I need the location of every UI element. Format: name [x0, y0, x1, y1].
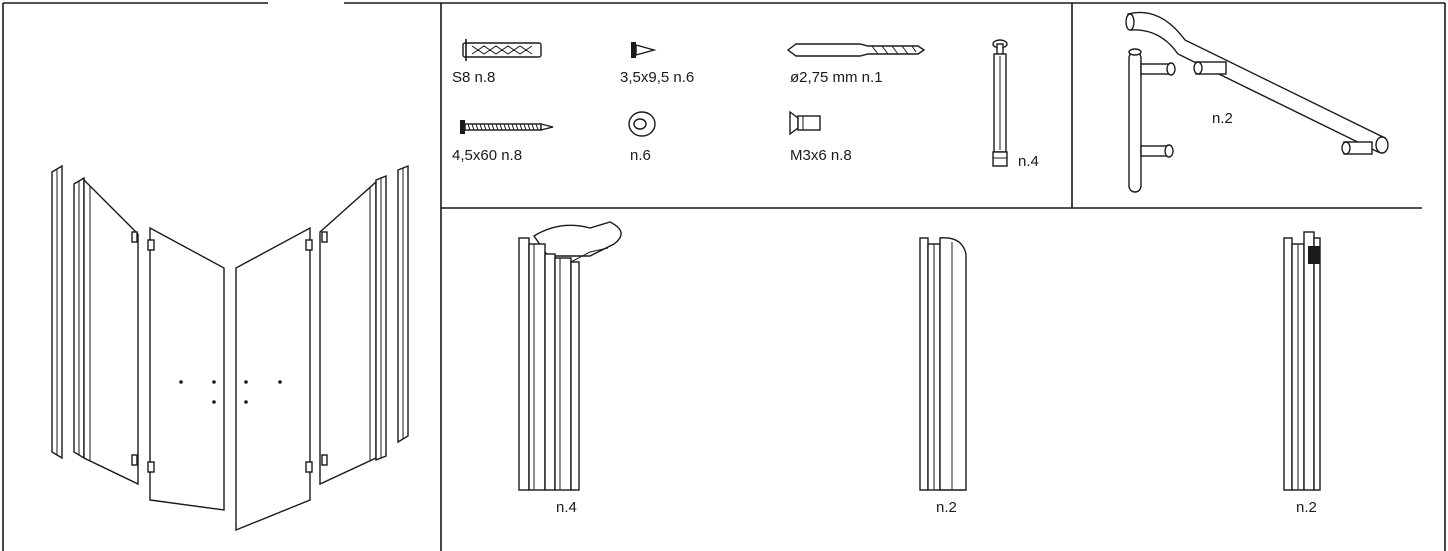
drill-bit-icon [786, 43, 926, 57]
washer-label: n.6 [630, 147, 651, 164]
handle-label: n.2 [1212, 110, 1233, 127]
wall-plug-label: S8 n.8 [452, 69, 495, 86]
right-door [235, 226, 313, 532]
shower-enclosure-exploded-view [51, 164, 409, 532]
washer-item: n.6 [628, 111, 656, 164]
corner-profile-label: n.4 [556, 499, 577, 516]
hardware-kit: S8 n.8 3,5x9,5 n.6 ø2,75 mm n.1 [452, 39, 1039, 170]
corner-profile-icon [518, 221, 622, 491]
pin-icon [992, 39, 1008, 167]
door-handle-icon [1125, 11, 1389, 193]
magnetic-profile-icon [1283, 231, 1321, 491]
long-screw-item: 4,5x60 n.8 [452, 120, 554, 164]
drill-bit-label: ø2,75 mm n.1 [790, 69, 883, 86]
washer-icon [628, 111, 656, 137]
set-screw-label: M3x6 n.8 [790, 147, 852, 164]
long-screw-icon [460, 120, 554, 134]
drill-bit-item: ø2,75 mm n.1 [786, 43, 926, 86]
corner-profile-item: n.4 [518, 221, 622, 516]
handle-item: n.2 [1125, 11, 1389, 193]
middle-profile-label: n.2 [936, 499, 957, 516]
small-screw-item: 3,5x9,5 n.6 [620, 42, 694, 86]
set-screw-icon [789, 110, 821, 136]
small-screw-label: 3,5x9,5 n.6 [620, 69, 694, 86]
middle-profile-item: n.2 [919, 237, 967, 516]
long-screw-label: 4,5x60 n.8 [452, 147, 522, 164]
wall-plug-item: S8 n.8 [452, 39, 542, 86]
middle-profile-icon [919, 237, 967, 491]
magnetic-profile-label: n.2 [1296, 499, 1317, 516]
left-wall-profile [51, 164, 63, 460]
pin-label: n.4 [1018, 153, 1039, 170]
right-fixed-panel [319, 174, 387, 486]
magnetic-profile-item: n.2 [1283, 231, 1321, 516]
set-screw-item: M3x6 n.8 [789, 110, 852, 164]
wall-plug-icon [462, 39, 542, 61]
pin-item: n.4 [992, 39, 1039, 170]
right-wall-profile [397, 164, 409, 444]
small-screw-icon [631, 42, 657, 58]
left-door [147, 226, 225, 511]
left-fixed-panel [73, 176, 139, 486]
